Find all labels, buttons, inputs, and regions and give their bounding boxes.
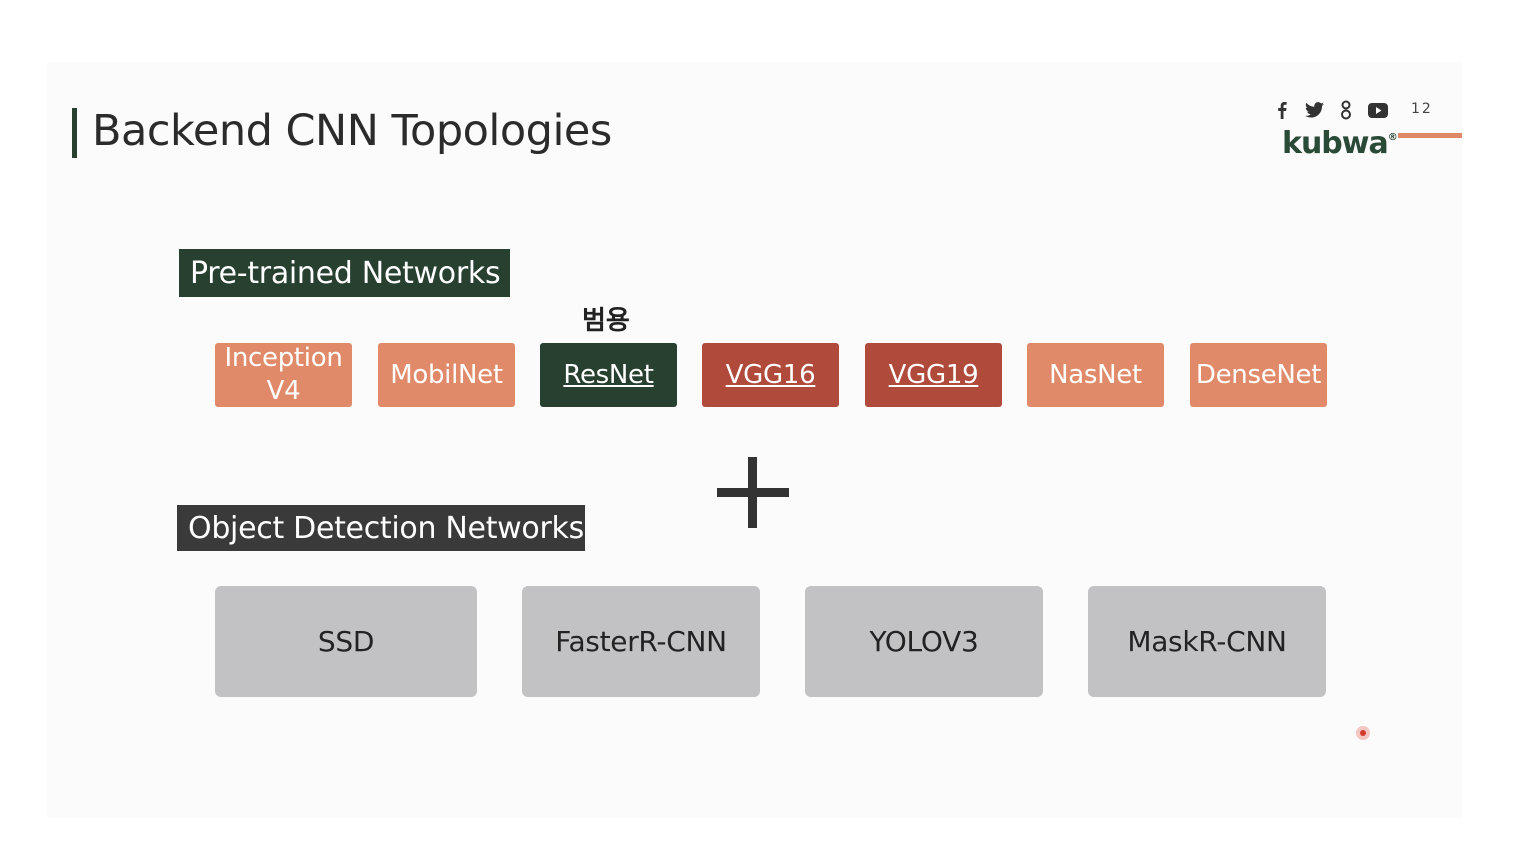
detection-ssd: SSD [215, 586, 477, 697]
logo-text: kubwa [1282, 126, 1389, 161]
network-vgg16[interactable]: VGG16 [702, 343, 839, 407]
network-label: VGG16 [725, 359, 816, 390]
detection-yolov3: YOLOV3 [805, 586, 1043, 697]
google-plus-icon[interactable] [1339, 99, 1353, 121]
network-resnet[interactable]: ResNet [540, 343, 677, 407]
pointer-cursor-icon [1356, 726, 1370, 740]
detection-faster-rcnn: FasterR-CNN [522, 586, 760, 697]
pretrained-networks-label: Pre-trained Networks [179, 249, 510, 297]
plus-icon-vertical [748, 457, 757, 528]
twitter-icon[interactable] [1305, 99, 1324, 121]
slide-title: Backend CNN Topologies [92, 106, 612, 156]
accent-line [1398, 133, 1462, 138]
logo-registered-mark: ® [1387, 132, 1398, 143]
page-number: 12 [1411, 101, 1433, 117]
network-densenet: DenseNet [1190, 343, 1327, 407]
general-purpose-note: 범용 [582, 306, 630, 336]
kubwa-logo: kubwa® [1282, 126, 1398, 161]
network-label: NasNet [1049, 359, 1142, 390]
network-nasnet: NasNet [1027, 343, 1164, 407]
facebook-icon[interactable] [1277, 99, 1287, 121]
network-label: MobilNet [390, 359, 503, 390]
network-label-line1: Inception [224, 343, 343, 373]
youtube-icon[interactable] [1368, 99, 1388, 121]
network-label-line2: V4 [266, 376, 301, 406]
network-label: VGG19 [888, 359, 979, 390]
pointer-dot [1360, 730, 1366, 736]
network-label: ResNet [563, 359, 654, 390]
detection-mask-rcnn: MaskR-CNN [1088, 586, 1326, 697]
network-mobilnet: MobilNet [378, 343, 515, 407]
object-detection-networks-label: Object Detection Networks [177, 505, 585, 551]
network-label: DenseNet [1195, 359, 1322, 390]
network-vgg19[interactable]: VGG19 [865, 343, 1002, 407]
title-accent-bar [72, 108, 77, 158]
slide-background [47, 62, 1462, 818]
